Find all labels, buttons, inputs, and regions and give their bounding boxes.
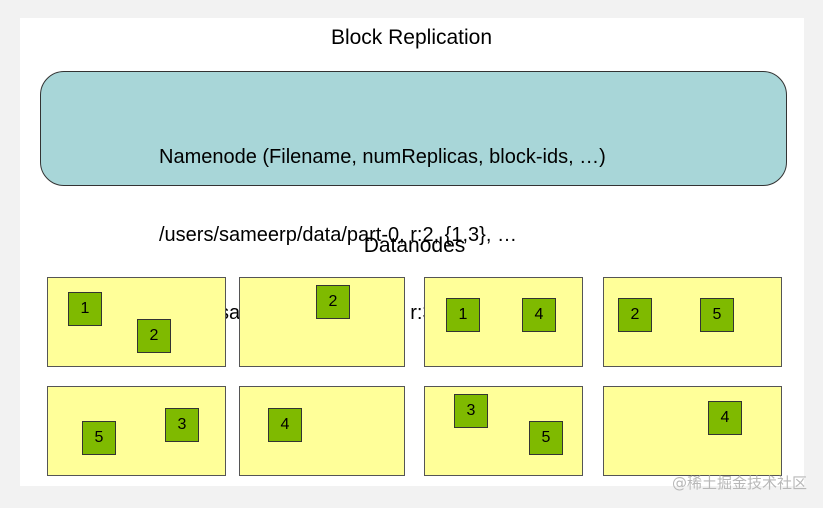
datanode-2: 2 [239,277,405,367]
block: 4 [708,401,742,435]
datanode-8: 4 [603,386,782,476]
namenode-box: Namenode (Filename, numReplicas, block-i… [40,71,787,324]
datanode-7: 3 5 [424,386,583,476]
namenode-file-line-0: /users/sameerp/data/part-0, r:2, {1,3}, … [159,224,517,246]
datanode-5: 5 3 [47,386,226,476]
block: 3 [165,408,199,442]
block: 2 [137,319,171,353]
block: 5 [700,298,734,332]
block: 1 [68,292,102,326]
datanode-3: 1 4 [424,277,583,367]
datanode-1: 1 2 [47,277,226,367]
block: 4 [522,298,556,332]
datanode-6: 4 [239,386,405,476]
block: 1 [446,298,480,332]
datanode-4: 2 5 [603,277,782,367]
datanodes-label: Datanodes [363,234,466,257]
block: 4 [268,408,302,442]
block: 5 [529,421,563,455]
block: 3 [454,394,488,428]
block: 2 [316,285,350,319]
diagram-title: Block Replication [330,26,493,49]
block: 2 [618,298,652,332]
block: 5 [82,421,116,455]
namenode-header-line: Namenode (Filename, numReplicas, block-i… [159,146,606,168]
watermark-text: @稀土掘金技术社区 [671,474,807,492]
